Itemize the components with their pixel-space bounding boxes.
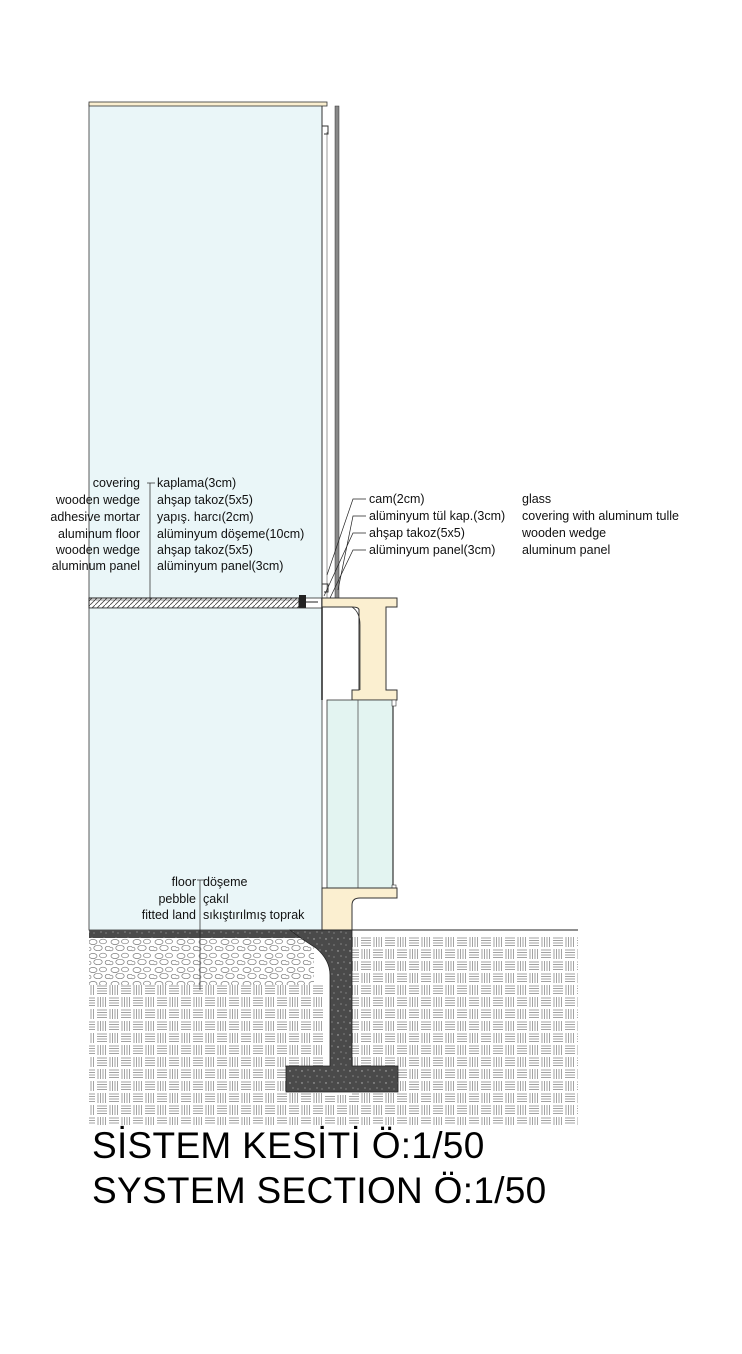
label-tulle-covering-en: covering with aluminum tulle (522, 509, 680, 523)
label-wooden-wedge-en: wooden wedge (55, 493, 140, 507)
title-turkish: SİSTEM KESİTİ Ö:1/50 (92, 1125, 485, 1166)
label-aluminum-panel-en: aluminum panel (51, 559, 140, 573)
label-pebble-en: pebble (158, 892, 196, 906)
compacted-soil-under-footing (285, 1095, 400, 1125)
title-english: SYSTEM SECTION Ö:1/50 (92, 1170, 547, 1211)
label-floor-en: floor (171, 875, 196, 889)
leader-lines (147, 482, 366, 990)
label-wooden-wedge-right-en: wooden wedge (522, 526, 607, 540)
lower-glass-pane (88, 607, 323, 931)
compacted-soil (89, 985, 324, 1125)
label-yapis-harci-tr: yapış. harcı(2cm) (157, 510, 254, 524)
label-doseme-tr: döşeme (203, 875, 248, 889)
label-toprak-tr: sıkıştırılmış toprak (203, 908, 305, 922)
label-aluminum-floor-en: aluminum floor (58, 527, 140, 541)
roof-edge-cap (88, 101, 328, 107)
label-aluminyum-panel-right-tr: alüminyum panel(3cm) (369, 543, 496, 557)
pebble-layer (89, 938, 314, 985)
label-wooden-wedge-2-en: wooden wedge (55, 543, 140, 557)
upper-glass-pane (88, 103, 323, 599)
label-fitted-land-en: fitted land (141, 908, 196, 922)
label-adhesive-mortar-en: adhesive mortar (50, 510, 140, 524)
label-aluminyum-doseme-tr: alüminyum döşeme(10cm) (157, 527, 305, 541)
compacted-soil-right (352, 937, 578, 1125)
top-bracket (322, 125, 329, 135)
label-kaplama-tr: kaplama(3cm) (157, 476, 237, 490)
label-covering-en: covering (92, 476, 140, 490)
floor-screed (89, 930, 352, 938)
foundation-footing (285, 929, 399, 1093)
floor-slab (88, 597, 300, 609)
label-glass-en: glass (522, 492, 552, 506)
label-aluminum-panel-right-en: aluminum panel (522, 543, 611, 557)
slab-end-block (299, 595, 306, 611)
concrete-sill (321, 887, 398, 931)
label-cam-tr: cam(2cm) (369, 492, 425, 506)
outer-aluminum-panel (334, 105, 340, 599)
label-ahsap-takoz-tr: ahşap takoz(5x5) (157, 493, 253, 507)
concrete-beam-upper (321, 597, 398, 701)
label-cakil-tr: çakıl (203, 892, 229, 906)
label-aluminyum-panel-tr: alüminyum panel(3cm) (157, 559, 284, 573)
label-ahsap-takoz-2-tr: ahşap takoz(5x5) (157, 543, 253, 557)
label-tul-kap-tr: alüminyum tül kap.(3cm) (369, 509, 506, 523)
lower-window-glass (326, 699, 394, 889)
label-ahsap-takoz-right-tr: ahşap takoz(5x5) (369, 526, 465, 540)
